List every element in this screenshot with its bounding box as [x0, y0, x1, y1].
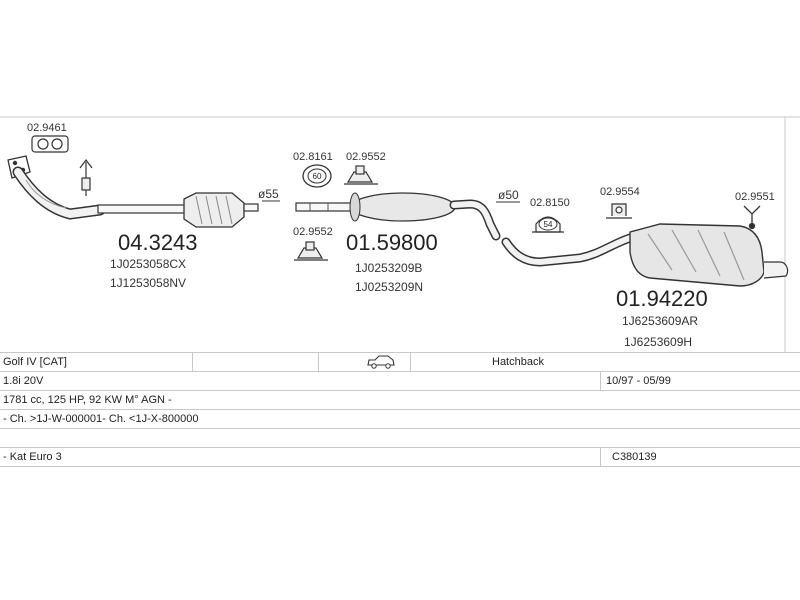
column-divider	[410, 353, 411, 371]
info-row-model: Golf IV [CAT] Hatchback	[0, 352, 800, 372]
vehicle-info-table: Golf IV [CAT] Hatchback 1.8i 20V 10/97 -…	[0, 352, 800, 467]
front-section-oem-1: 1J0253058CX	[110, 257, 186, 271]
vehicle-model: Golf IV [CAT]	[3, 356, 67, 368]
emission-notes: - Kat Euro 3	[3, 451, 62, 463]
column-divider	[192, 353, 193, 371]
column-divider	[600, 448, 601, 466]
info-row-specs: 1781 cc, 125 HP, 92 KW M° AGN -	[0, 391, 800, 410]
middle-silencer-oem-2: 1J0253209N	[355, 280, 423, 294]
front-pipe-section	[7, 155, 259, 228]
production-years: 10/97 - 05/99	[606, 375, 671, 387]
middle-pipe-diameter: ø50	[498, 188, 519, 202]
front-section-oem-2: 1J1253058NV	[110, 276, 186, 290]
hanger-icon	[294, 241, 328, 261]
engine: 1.8i 20V	[3, 375, 44, 387]
hanger-mid-bottom-number: 02.9552	[293, 226, 333, 238]
front-pipe-diameter: ø55	[258, 187, 279, 201]
clamp-icon	[606, 203, 632, 219]
hanger-icon: 60	[302, 164, 332, 188]
column-divider	[600, 372, 601, 390]
info-row-chassis: - Ch. >1J-W-000001- Ch. <1J-X-800000	[0, 410, 800, 429]
gasket-front-number: 02.9461	[27, 122, 67, 134]
rear-silencer-oem-1: 1J6253609AR	[622, 314, 698, 328]
rear-silencer-oem-2: 1J6253609H	[624, 335, 692, 349]
sensor-icon	[79, 159, 93, 196]
hanger-60-label: 60	[313, 172, 322, 181]
body-type: Hatchback	[492, 356, 544, 368]
system-code: C380139	[612, 451, 657, 463]
column-divider	[318, 353, 319, 371]
rear-silencer	[501, 223, 789, 287]
front-section-number: 04.3243	[118, 230, 198, 255]
car-icon	[366, 354, 396, 373]
hanger-60-number: 02.8161	[293, 151, 333, 163]
gasket-icon	[31, 135, 69, 153]
clamp-rear-number: 02.9554	[600, 186, 640, 198]
hanger-54-label: 54	[544, 220, 553, 229]
rear-silencer-number: 01.94220	[616, 286, 708, 311]
hanger-54-number: 02.8150	[530, 197, 570, 209]
middle-silencer-oem-1: 1J0253209B	[355, 261, 422, 275]
hanger-mid-top-number: 02.9552	[346, 151, 386, 163]
hanger-icon	[344, 165, 378, 185]
middle-silencer-number: 01.59800	[346, 230, 438, 255]
info-row-notes: - Kat Euro 3 C380139	[0, 448, 800, 467]
info-row-engine: 1.8i 20V 10/97 - 05/99	[0, 372, 800, 391]
bracket-icon	[743, 205, 761, 230]
middle-silencer	[295, 192, 501, 241]
hanger-icon: 54	[532, 216, 564, 233]
bracket-rear-number: 02.9551	[735, 191, 775, 203]
engine-specs: 1781 cc, 125 HP, 92 KW M° AGN -	[3, 394, 172, 406]
info-row-blank	[0, 429, 800, 448]
chassis-range: - Ch. >1J-W-000001- Ch. <1J-X-800000	[3, 413, 199, 425]
